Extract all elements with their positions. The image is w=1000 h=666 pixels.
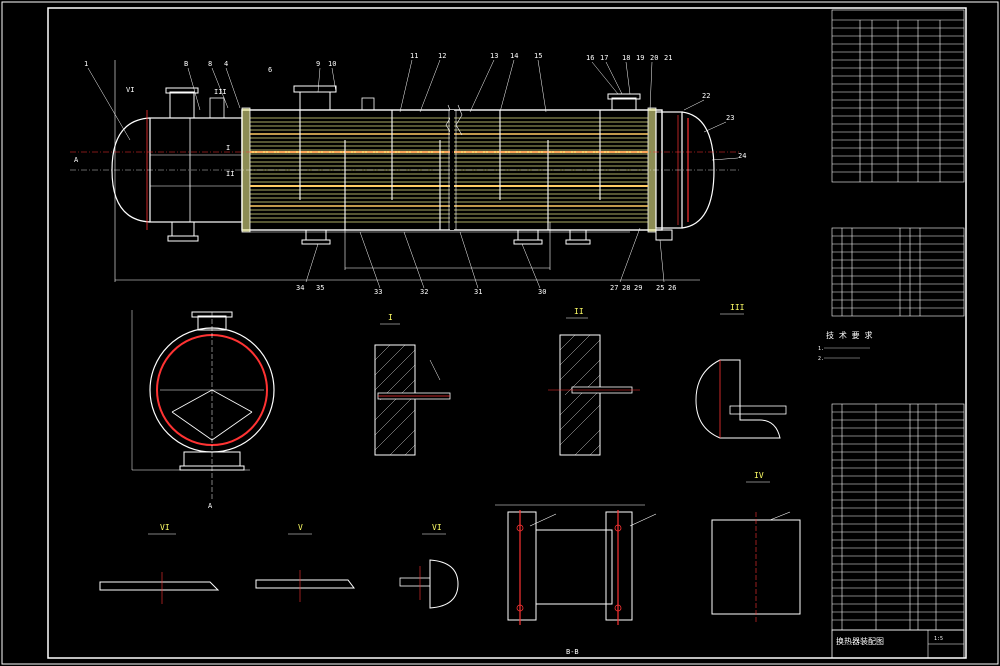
callout-31: 31 bbox=[474, 288, 482, 296]
callout-b: B bbox=[184, 60, 188, 68]
detail-i-title: I bbox=[388, 313, 393, 322]
callout-9: 9 bbox=[316, 60, 320, 68]
callout-12: 12 bbox=[438, 52, 446, 60]
callout-24: 24 bbox=[738, 152, 746, 160]
detail-vi-plate: VI bbox=[99, 523, 220, 604]
shell-outlet-nozzle bbox=[569, 229, 587, 241]
callout-30: 30 bbox=[538, 288, 546, 296]
callout-16: 16 bbox=[586, 54, 594, 62]
callout-33: 33 bbox=[374, 288, 382, 296]
callout-13: 13 bbox=[490, 52, 498, 60]
bb-right-plate bbox=[605, 511, 633, 621]
parts-list-table bbox=[831, 403, 965, 631]
detail-i: I bbox=[374, 313, 451, 456]
callout-10: 10 bbox=[328, 60, 336, 68]
bb-left-plate bbox=[507, 511, 537, 621]
outlet-nozzle-bottom-left bbox=[171, 221, 195, 237]
notes-line-2: 2. bbox=[818, 356, 824, 362]
saddle-support-right bbox=[517, 229, 539, 241]
detail-v-title: V bbox=[298, 523, 303, 532]
callout-23: 23 bbox=[726, 114, 734, 122]
callout-1: 1 bbox=[84, 60, 88, 68]
callout-17: 17 bbox=[600, 54, 608, 62]
view-mark-iii-main: III bbox=[214, 88, 227, 96]
callout-18: 18 bbox=[622, 54, 630, 62]
notes-line-1: 1. bbox=[818, 346, 824, 352]
callout-32: 32 bbox=[420, 288, 428, 296]
callout-26: 26 bbox=[668, 284, 676, 292]
drawing-scale: 1:5 bbox=[934, 636, 943, 642]
section-mark-a-main: A bbox=[74, 156, 79, 164]
detail-vi-title: VI bbox=[160, 523, 170, 532]
callout-35: 35 bbox=[316, 284, 324, 292]
callout-34: 34 bbox=[296, 284, 304, 292]
callout-14: 14 bbox=[510, 52, 518, 60]
notes-title: 技 术 要 求 bbox=[826, 330, 872, 340]
design-data-table bbox=[831, 9, 965, 183]
shell-inlet-nozzle bbox=[299, 91, 331, 111]
detail-iii-title: III bbox=[730, 303, 745, 312]
section-view-a: A bbox=[131, 310, 275, 510]
callout-27: 27 bbox=[610, 284, 618, 292]
baffles bbox=[299, 110, 601, 230]
saddle-support-left bbox=[305, 229, 327, 241]
detail-iv-title: IV bbox=[754, 471, 764, 480]
view-mark-ii-main: II bbox=[226, 170, 234, 178]
detail-vi-head-title: VI bbox=[432, 523, 442, 532]
inlet-nozzle-top-left bbox=[169, 91, 195, 119]
technical-notes: 技 术 要 求 1. 2. bbox=[818, 330, 872, 362]
callout-8: 8 bbox=[208, 60, 212, 68]
callout-20: 20 bbox=[650, 54, 658, 62]
callout-4: 4 bbox=[224, 60, 228, 68]
callout-28: 28 bbox=[622, 284, 630, 292]
callout-11: 11 bbox=[410, 52, 418, 60]
detail-ii: II bbox=[548, 307, 640, 456]
detail-v-plate: V bbox=[255, 523, 355, 602]
section-a-label: A bbox=[208, 502, 213, 510]
title-block: 换热器装配图 1:5 bbox=[831, 629, 965, 659]
callout-6: 6 bbox=[268, 66, 272, 74]
detail-iii: III bbox=[695, 303, 787, 439]
callout-29: 29 bbox=[634, 284, 642, 292]
drawing-border bbox=[47, 7, 967, 659]
callout-19: 19 bbox=[636, 54, 644, 62]
nozzle-table bbox=[831, 227, 965, 317]
detail-ii-title: II bbox=[574, 307, 584, 316]
main-elevation-view: 1 B 8 4 6 9 10 11 12 13 14 15 16 17 18 1… bbox=[70, 52, 746, 296]
drawing-title: 换热器装配图 bbox=[836, 636, 884, 646]
view-mark-i-main: I bbox=[226, 144, 230, 152]
callout-15: 15 bbox=[534, 52, 542, 60]
detail-iv-panel: IV bbox=[711, 471, 801, 624]
section-bb-label: B-B bbox=[566, 648, 579, 656]
callout-25: 25 bbox=[656, 284, 664, 292]
detail-vi-head: VI bbox=[399, 523, 459, 609]
callout-21: 21 bbox=[664, 54, 672, 62]
view-mark-vi-main: VI bbox=[126, 86, 134, 94]
section-view-bb: B-B bbox=[495, 504, 657, 656]
callout-22: 22 bbox=[702, 92, 710, 100]
